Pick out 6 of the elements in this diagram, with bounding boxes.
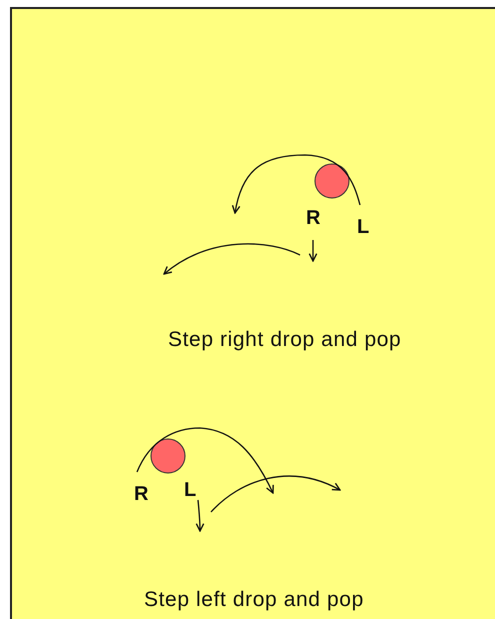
caption: Step right drop and pop — [168, 329, 402, 350]
foot-label: L — [357, 217, 370, 237]
foot-label: R — [134, 484, 148, 504]
foot-label: R — [306, 208, 320, 228]
caption: Step left drop and pop — [144, 589, 364, 610]
foot-label: L — [184, 480, 196, 500]
